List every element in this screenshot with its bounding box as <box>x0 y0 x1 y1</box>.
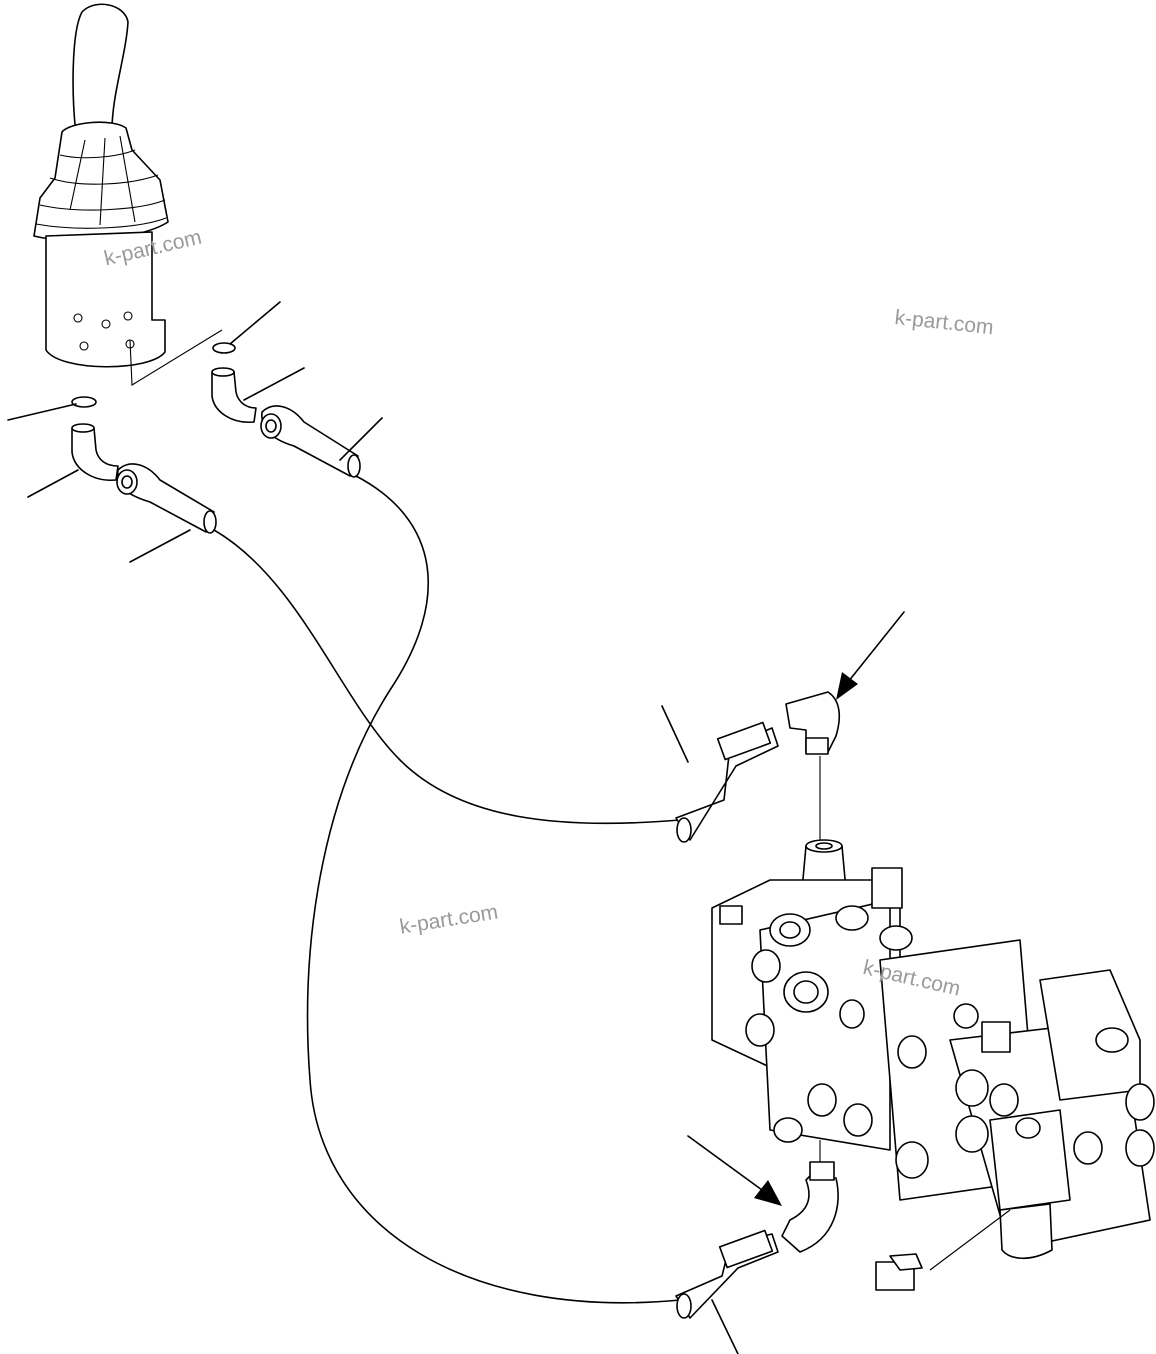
leader-line-8 <box>711 1299 739 1354</box>
hose-fitting-upper-valve <box>675 727 779 841</box>
hose-line-lower <box>306 475 681 1304</box>
arrows <box>687 611 905 1206</box>
elbow-right <box>211 371 257 423</box>
o-ring-left <box>71 396 97 408</box>
right-fitting-set <box>211 342 361 478</box>
leader-line-1 <box>229 301 281 345</box>
leader-line-4 <box>7 403 77 421</box>
upper-valve-fitting <box>675 691 841 843</box>
left-fitting-set <box>71 396 217 534</box>
elbow-lower-valve <box>781 1175 839 1253</box>
arrow-lower-head <box>754 1180 782 1206</box>
hose-line-upper <box>213 529 681 825</box>
leader-line-2 <box>243 367 305 401</box>
lower-valve-fitting <box>675 1161 839 1319</box>
arrow-lower <box>687 1135 763 1191</box>
joystick-lever <box>33 3 223 386</box>
arrow-upper-head <box>836 672 858 700</box>
elbow-left <box>71 427 119 481</box>
solenoid-valve <box>989 1109 1071 1211</box>
leader-line-5 <box>27 469 79 498</box>
leader-line-3 <box>339 417 383 461</box>
valve-end-cover <box>1039 969 1141 1101</box>
leader-line-6 <box>129 529 191 563</box>
joystick-grip <box>72 3 129 151</box>
control-valve-assembly <box>711 756 1155 1291</box>
arrow-upper <box>847 611 905 683</box>
joystick-base <box>45 231 166 368</box>
leader-line-7 <box>661 705 689 763</box>
leader-lines <box>7 301 739 1354</box>
o-ring-right <box>212 342 236 354</box>
